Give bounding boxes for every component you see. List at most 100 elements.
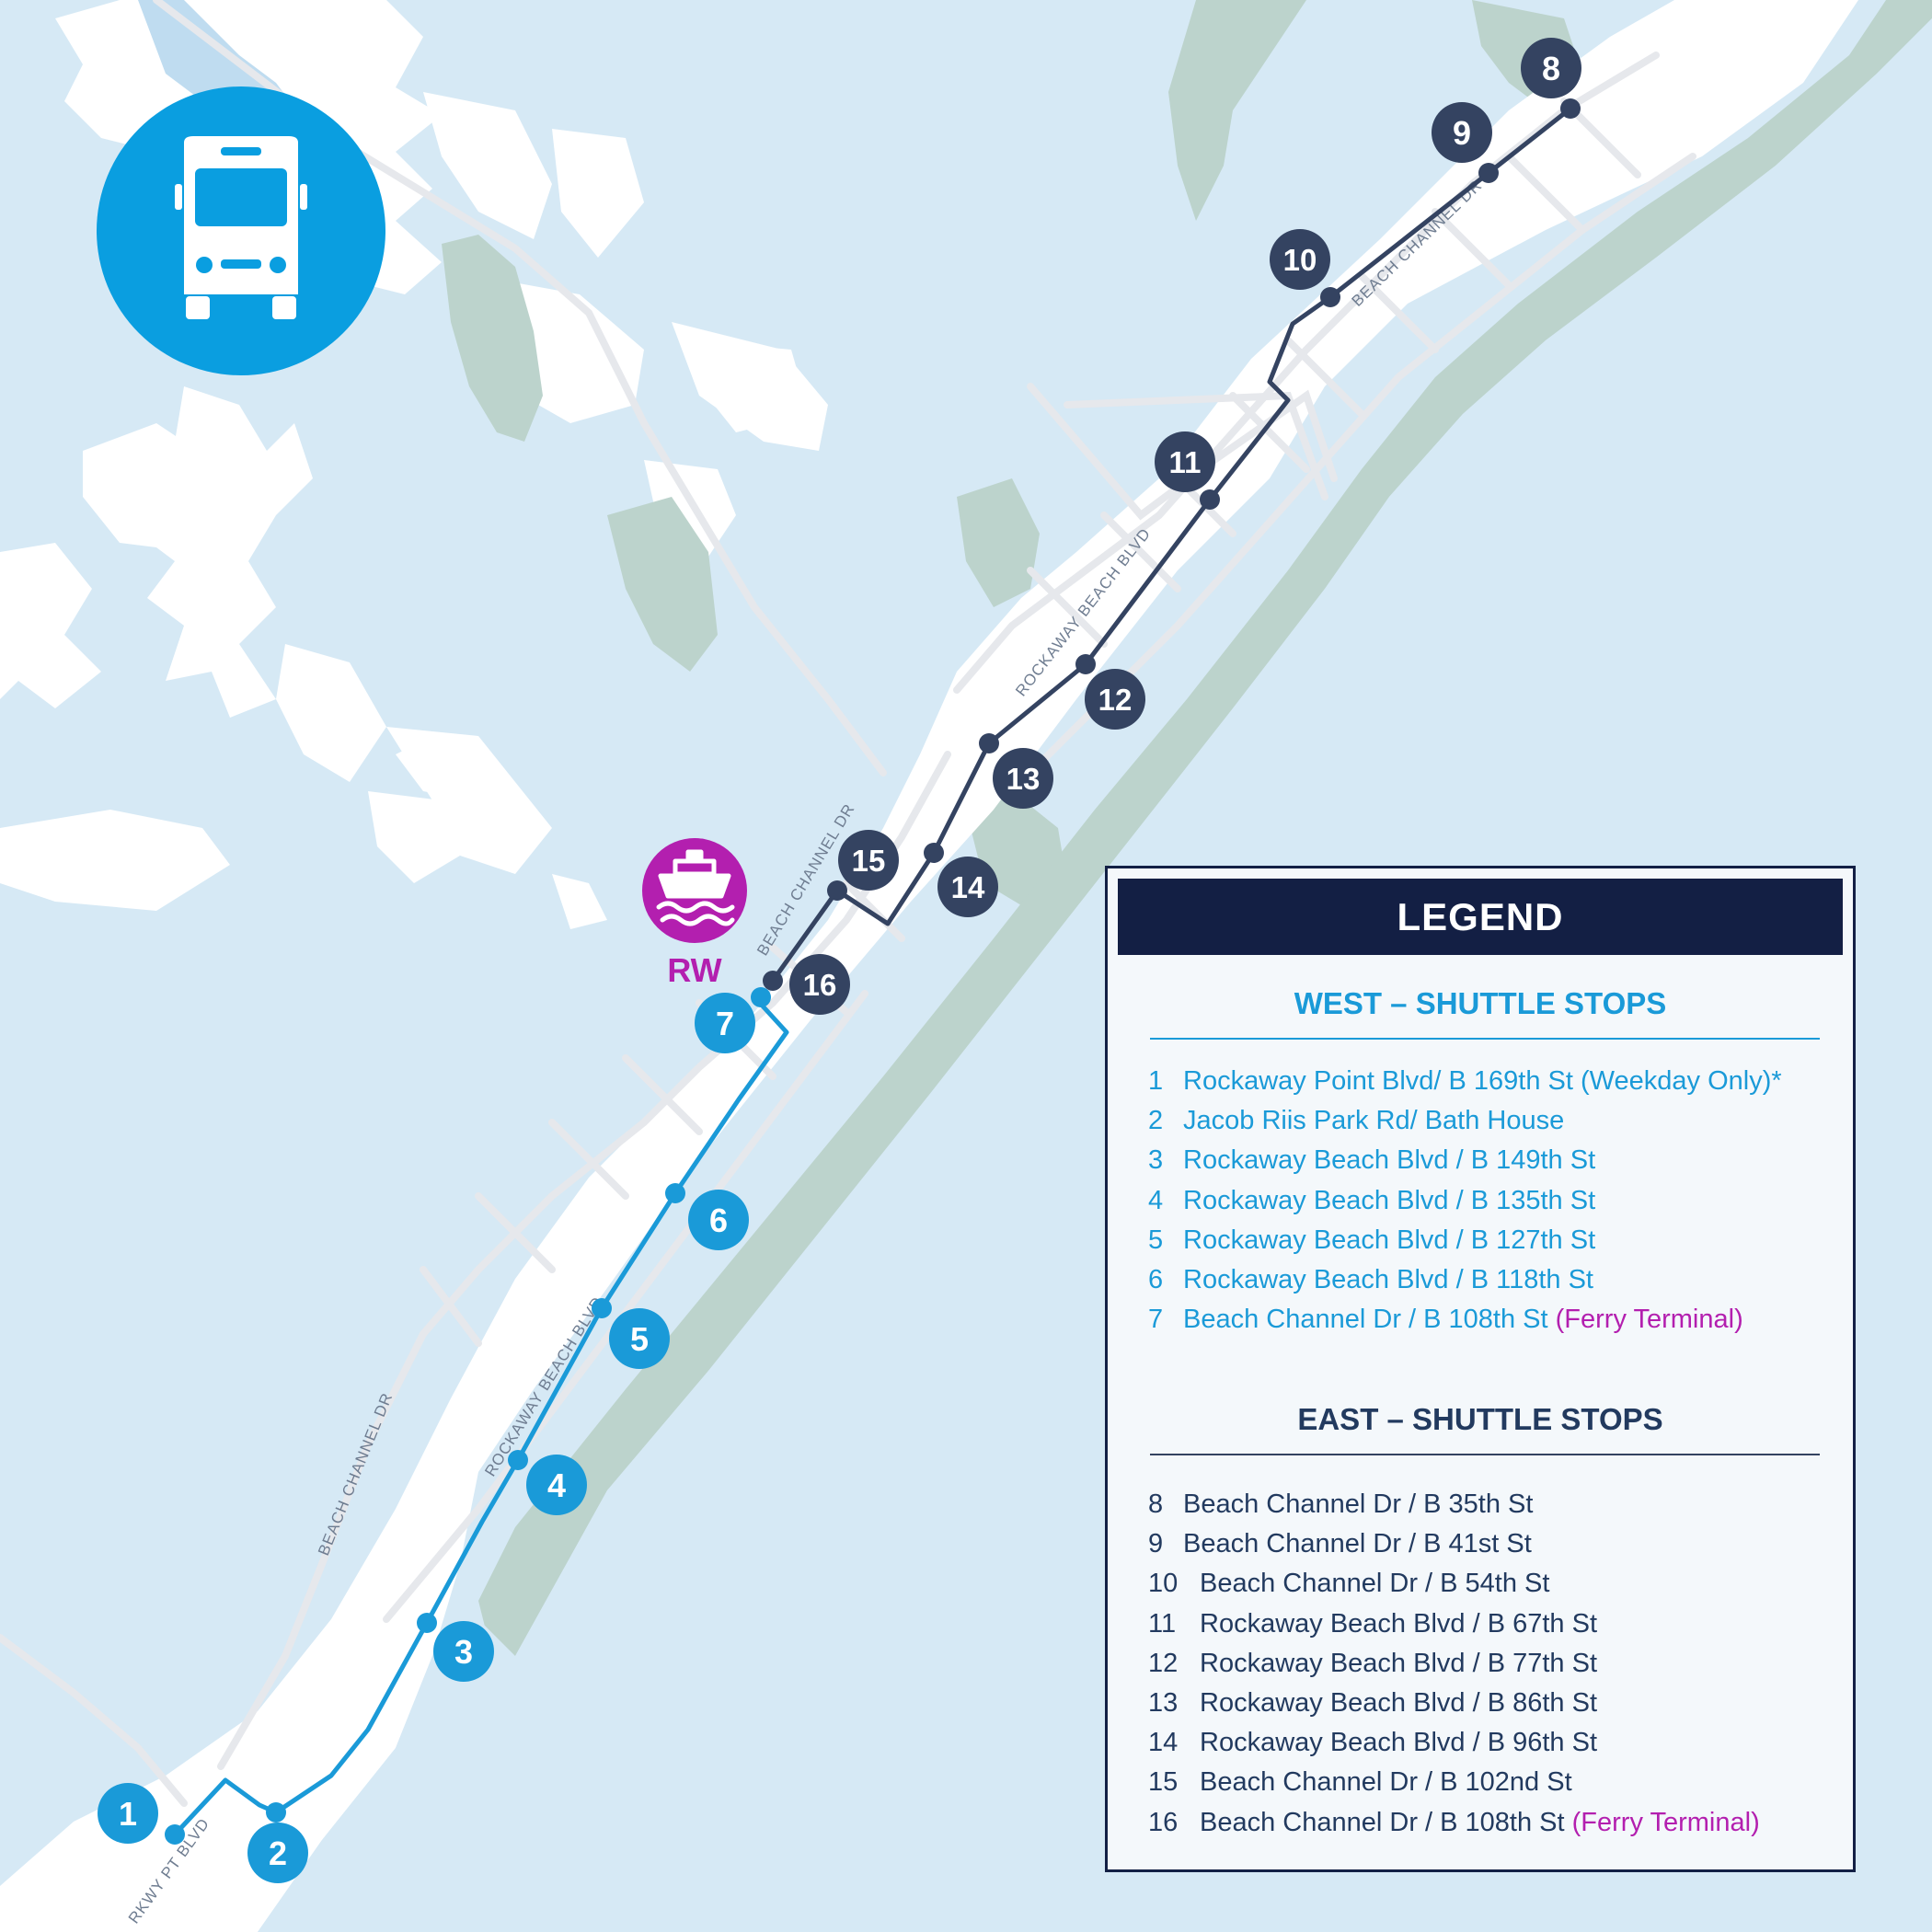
stop-badge-9[interactable]: 9: [1432, 102, 1492, 163]
route-point-1[interactable]: [165, 1824, 185, 1845]
stop-name: Beach Channel Dr / B 54th St: [1200, 1569, 1550, 1599]
route-point-2[interactable]: [266, 1802, 286, 1823]
list-item: 7 Beach Channel Dr / B 108th St (Ferry Te…: [1148, 1300, 1782, 1340]
west-route-stops: [165, 987, 771, 1845]
ferry-glyph: [656, 849, 735, 926]
stop-number: 3: [1148, 1145, 1164, 1176]
route-point-8[interactable]: [1560, 98, 1581, 119]
route-point-10[interactable]: [1320, 287, 1340, 307]
route-point-12[interactable]: [1075, 654, 1096, 674]
route-point-3[interactable]: [417, 1613, 437, 1633]
stop-badge-number: 5: [630, 1320, 649, 1358]
route-point-4[interactable]: [508, 1450, 528, 1470]
stop-badge-7[interactable]: 7: [695, 993, 755, 1053]
stop-badge-number: 8: [1542, 50, 1560, 87]
route-point-6[interactable]: [665, 1183, 685, 1203]
stop-name: Jacob Riis Park Rd/ Bath House: [1183, 1106, 1565, 1136]
stop-badge-10[interactable]: 10: [1270, 229, 1330, 290]
stop-badge-2[interactable]: 2: [247, 1823, 308, 1883]
stop-name: Rockaway Beach Blvd / B 149th St: [1183, 1145, 1596, 1176]
stop-badge-number: 15: [852, 844, 886, 878]
stop-number: 10: [1148, 1569, 1179, 1599]
stop-badge-number: 6: [709, 1202, 728, 1239]
stop-number: 16: [1148, 1807, 1179, 1837]
stop-number: 7: [1148, 1305, 1164, 1335]
stop-number: 4: [1148, 1185, 1164, 1215]
route-point-14[interactable]: [924, 843, 944, 863]
ferry-terminal-note: (Ferry Terminal): [1555, 1305, 1743, 1335]
route-point-13[interactable]: [979, 733, 999, 753]
route-point-11[interactable]: [1200, 489, 1220, 510]
bus-icon: [97, 86, 385, 375]
stop-badge-number: 3: [454, 1633, 473, 1671]
stop-number: 13: [1148, 1687, 1179, 1718]
stop-name: Beach Channel Dr / B 35th St: [1183, 1489, 1534, 1519]
stop-badge-number: 13: [1006, 762, 1041, 796]
legend-east-title: EAST – SHUTTLE STOPS: [1297, 1402, 1663, 1436]
route-point-15[interactable]: [827, 880, 847, 901]
list-item: 10 Beach Channel Dr / B 54th St: [1148, 1564, 1760, 1604]
ferry-terminal-note: (Ferry Terminal): [1571, 1807, 1760, 1837]
stop-badge-14[interactable]: 14: [937, 857, 998, 917]
stop-number: 12: [1148, 1648, 1179, 1678]
west-route-line: [172, 997, 789, 1837]
list-item: 14 Rockaway Beach Blvd / B 96th St: [1148, 1723, 1760, 1763]
stop-name: Rockaway Beach Blvd / B 96th St: [1200, 1728, 1597, 1758]
legend-west-title: WEST – SHUTTLE STOPS: [1294, 986, 1667, 1020]
route-point-9[interactable]: [1478, 163, 1499, 183]
stop-badge-number: 7: [716, 1005, 734, 1042]
list-item: 3 Rockaway Beach Blvd / B 149th St: [1148, 1141, 1782, 1180]
stop-name: Rockaway Beach Blvd / B 86th St: [1200, 1687, 1597, 1718]
stop-number: 5: [1148, 1225, 1164, 1255]
stop-badge-15[interactable]: 15: [838, 830, 899, 891]
stop-number: 15: [1148, 1767, 1179, 1798]
stop-badge-number: 12: [1098, 683, 1133, 717]
east-stop-badges: 8 9 10 11 12 13 14 15 16: [789, 38, 1581, 1015]
stop-name: Rockaway Point Blvd/ B 169th St (Weekday…: [1183, 1066, 1782, 1096]
west-stop-badges: 1 2 3 4 5 6 7: [98, 993, 755, 1883]
stop-badge-3[interactable]: 3: [433, 1621, 494, 1682]
ferry-route-label: RW: [667, 951, 721, 989]
stop-name: Rockaway Beach Blvd / B 67th St: [1200, 1608, 1597, 1639]
ferry-terminal-marker[interactable]: RW: [642, 838, 747, 989]
route-point-16[interactable]: [763, 971, 783, 991]
stop-badge-16[interactable]: 16: [789, 954, 850, 1015]
stop-badge-11[interactable]: 11: [1155, 431, 1215, 492]
road-network: [0, 0, 1696, 1807]
stop-name: Beach Channel Dr / B 41st St: [1183, 1529, 1532, 1559]
stop-badge-8[interactable]: 8: [1521, 38, 1581, 98]
stop-badge-6[interactable]: 6: [688, 1190, 749, 1250]
rockaway-peninsula: [0, 0, 1858, 1932]
route-point-7[interactable]: [751, 987, 771, 1007]
stop-badge-5[interactable]: 5: [609, 1308, 670, 1369]
stop-number: 8: [1148, 1489, 1164, 1519]
stop-badge-13[interactable]: 13: [993, 748, 1053, 809]
stop-badge-number: 10: [1283, 243, 1317, 277]
stop-name: Beach Channel Dr / B 108th St: [1200, 1807, 1565, 1837]
legend-title: LEGEND: [1118, 879, 1843, 955]
stop-badge-number: 11: [1169, 445, 1202, 479]
route-point-5[interactable]: [592, 1298, 612, 1318]
stop-name: Rockaway Beach Blvd / B 135th St: [1183, 1185, 1596, 1215]
stop-badge-1[interactable]: 1: [98, 1783, 158, 1844]
stop-number: 14: [1148, 1728, 1179, 1758]
stop-badge-number: 2: [269, 1834, 287, 1872]
stop-number: 6: [1148, 1264, 1164, 1294]
stop-name: Beach Channel Dr / B 108th St: [1183, 1305, 1548, 1335]
stop-badge-4[interactable]: 4: [526, 1455, 587, 1515]
list-item: 16 Beach Channel Dr / B 108th St (Ferry T…: [1148, 1803, 1760, 1843]
stop-badge-12[interactable]: 12: [1085, 669, 1145, 730]
stop-badge-number: 4: [547, 1466, 566, 1504]
list-item: 13 Rockaway Beach Blvd / B 86th St: [1148, 1684, 1760, 1723]
stop-badge-number: 16: [803, 968, 837, 1002]
